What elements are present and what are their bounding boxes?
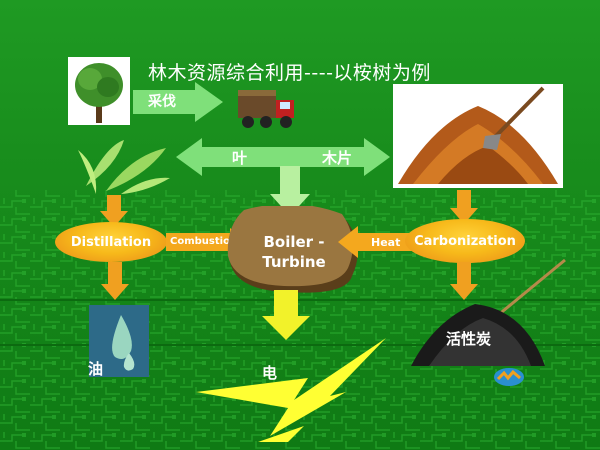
harvest-arrow bbox=[133, 82, 223, 122]
leaf-woodchip-double-arrow bbox=[176, 138, 390, 176]
activated-carbon-label: 活性炭 bbox=[446, 330, 492, 348]
harvest-label: 采伐 bbox=[148, 94, 176, 110]
lightning-icon bbox=[196, 338, 386, 436]
chips-to-boiler-arrow bbox=[270, 166, 310, 216]
electricity-label: 电 bbox=[262, 364, 278, 382]
boiler-label-line1: Boiler - bbox=[263, 233, 325, 251]
chips-to-carbonization-arrow bbox=[450, 190, 478, 224]
distillation-to-oil-arrow bbox=[101, 262, 129, 300]
heat-arrow bbox=[338, 226, 418, 258]
boiler-turbine-shape bbox=[227, 206, 358, 293]
oil-label: 油 bbox=[88, 360, 104, 378]
lightning-fragment bbox=[258, 426, 304, 442]
combustion-label: Combustion bbox=[170, 236, 238, 247]
boiler-turbine-label: Boiler - Turbine bbox=[246, 232, 342, 272]
activated-carbon-image bbox=[411, 258, 566, 366]
distillation-label: Distillation bbox=[70, 234, 152, 250]
page-title: 林木资源综合利用----以桉树为例 bbox=[148, 62, 431, 84]
wood-chips-label: 木片 bbox=[322, 149, 353, 167]
carbonization-process: Carbonization bbox=[405, 219, 525, 263]
wood-chips-image bbox=[393, 84, 563, 188]
heat-label: Heat bbox=[371, 236, 401, 249]
truck-image bbox=[238, 90, 294, 128]
oil-image bbox=[89, 305, 149, 377]
tree-image bbox=[68, 57, 130, 125]
carbonization-label: Carbonization bbox=[414, 233, 516, 249]
distillation-process: Distillation bbox=[55, 222, 167, 262]
leaves-image bbox=[78, 140, 170, 194]
boiler-to-electricity-arrow bbox=[262, 290, 310, 340]
combustion-arrow bbox=[166, 228, 248, 256]
leaf-label: 叶 bbox=[232, 149, 248, 167]
logo-icon bbox=[494, 368, 524, 386]
leaves-to-distillation-arrow bbox=[100, 195, 128, 227]
boiler-label-line2: Turbine bbox=[262, 253, 326, 271]
carbonization-to-carbon-arrow bbox=[450, 262, 478, 300]
